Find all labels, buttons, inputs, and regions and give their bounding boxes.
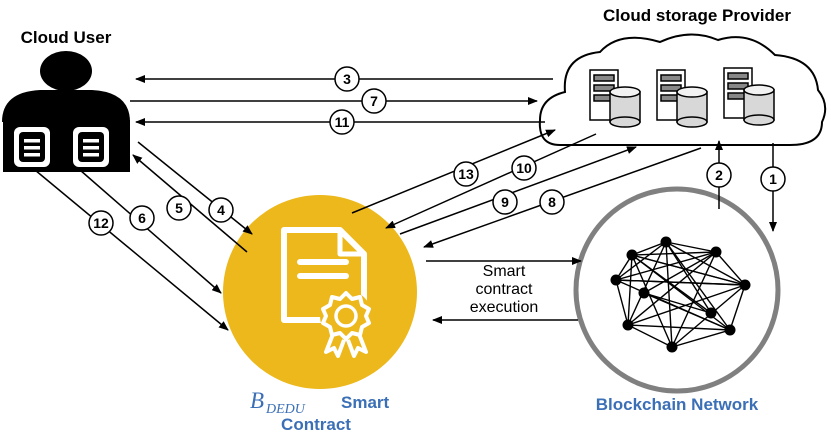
- network-icon: [615, 241, 746, 348]
- arrow-10: [385, 133, 597, 229]
- svg-text:9: 9: [501, 194, 509, 210]
- step-badge-1: 1: [760, 166, 786, 192]
- arrow-6: [79, 169, 222, 294]
- arrow-12: [34, 169, 229, 331]
- step-badge-5: 5: [166, 195, 192, 221]
- execution-label-line2: contract: [476, 281, 533, 298]
- step-badge-10: 10: [511, 155, 537, 181]
- svg-text:7: 7: [370, 93, 378, 109]
- document-icon: [3, 120, 130, 172]
- smart-contract-caption: B DEDU Smart Contract: [250, 388, 390, 434]
- blockchain-caption: Blockchain Network: [596, 395, 759, 414]
- svg-text:5: 5: [175, 200, 183, 216]
- svg-text:8: 8: [548, 194, 556, 210]
- smart-contract-node: [223, 195, 417, 389]
- cloud-provider-title: Cloud storage Provider: [603, 6, 791, 25]
- svg-text:13: 13: [458, 166, 474, 182]
- contract-word: Contract: [281, 415, 351, 434]
- certificate-icon: [281, 227, 372, 358]
- cloud-user-title: Cloud User: [21, 28, 112, 47]
- svg-text:2: 2: [715, 167, 723, 183]
- contract-smart-word: Smart: [341, 393, 390, 412]
- svg-text:3: 3: [343, 71, 351, 87]
- step-badge-11: 11: [329, 109, 355, 135]
- svg-text:1: 1: [769, 171, 777, 187]
- server-icon: [589, 67, 775, 128]
- arrow-9: [399, 146, 637, 235]
- svg-text:4: 4: [217, 202, 225, 218]
- arrow-4: [137, 141, 253, 235]
- network-nodes: [610, 236, 751, 353]
- step-badge-3: 3: [334, 66, 360, 92]
- svg-text:6: 6: [138, 210, 146, 226]
- svg-text:11: 11: [335, 114, 350, 130]
- svg-text:10: 10: [516, 160, 532, 176]
- contract-symbol: B: [250, 388, 264, 413]
- step-badge-6: 6: [129, 205, 155, 231]
- contract-symbol-subscript: DEDU: [265, 402, 306, 417]
- step-badge-4: 4: [208, 197, 234, 223]
- step-badge-2: 2: [706, 162, 732, 188]
- step-badge-7: 7: [361, 88, 387, 114]
- step-badge-12: 12: [88, 210, 114, 236]
- step-badge-9: 9: [492, 189, 518, 215]
- step-badge-8: 8: [539, 189, 565, 215]
- execution-label-line3: execution: [470, 299, 539, 316]
- step-badge-13: 13: [453, 161, 479, 187]
- person-icon: [2, 51, 130, 122]
- execution-label-line1: Smart: [483, 263, 526, 280]
- svg-text:12: 12: [93, 215, 109, 231]
